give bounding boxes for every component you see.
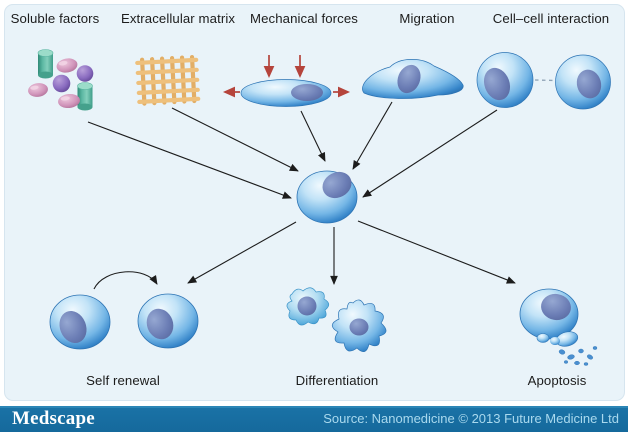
outcome-label-self-renewal: Self renewal [86,373,160,388]
apoptosis-cell-icon [519,288,598,366]
soluble-factors-icon [28,49,94,111]
migration-cell-icon [362,59,464,99]
outcome-label-apoptosis: Apoptosis [527,373,587,388]
self-renewal-arrow [93,271,158,290]
factor-label-cell-cell-interaction: Cell–cell interaction [492,11,610,26]
footer-bar: Medscape Source: Nanomedicine © 2013 Fut… [0,406,628,432]
ecm-grid-icon [135,54,201,106]
central-stem-cell-icon [296,170,358,224]
cell-cell-interaction-icon [476,52,611,110]
convergence-arrows [87,101,498,199]
diagram-canvas [28,49,611,366]
factor-label-migration: Migration [399,11,455,26]
apoptotic-fragments-icon [558,346,598,366]
factor-label-extracellular-matrix: Extracellular matrix [120,11,236,26]
differentiation-icon [286,287,387,353]
self-renewal-icon [49,271,199,350]
outcome-arrows [187,220,516,285]
factor-label-soluble-factors: Soluble factors [10,11,100,26]
outcome-label-differentiation: Differentiation [295,373,379,388]
source-credit: Source: Nanomedicine © 2013 Future Medic… [323,411,619,426]
medscape-logo: Medscape [12,408,95,429]
mechanical-forces-icon [222,55,351,107]
force-arrows-icon [222,55,351,98]
factor-label-mechanical-forces: Mechanical forces [250,11,358,26]
